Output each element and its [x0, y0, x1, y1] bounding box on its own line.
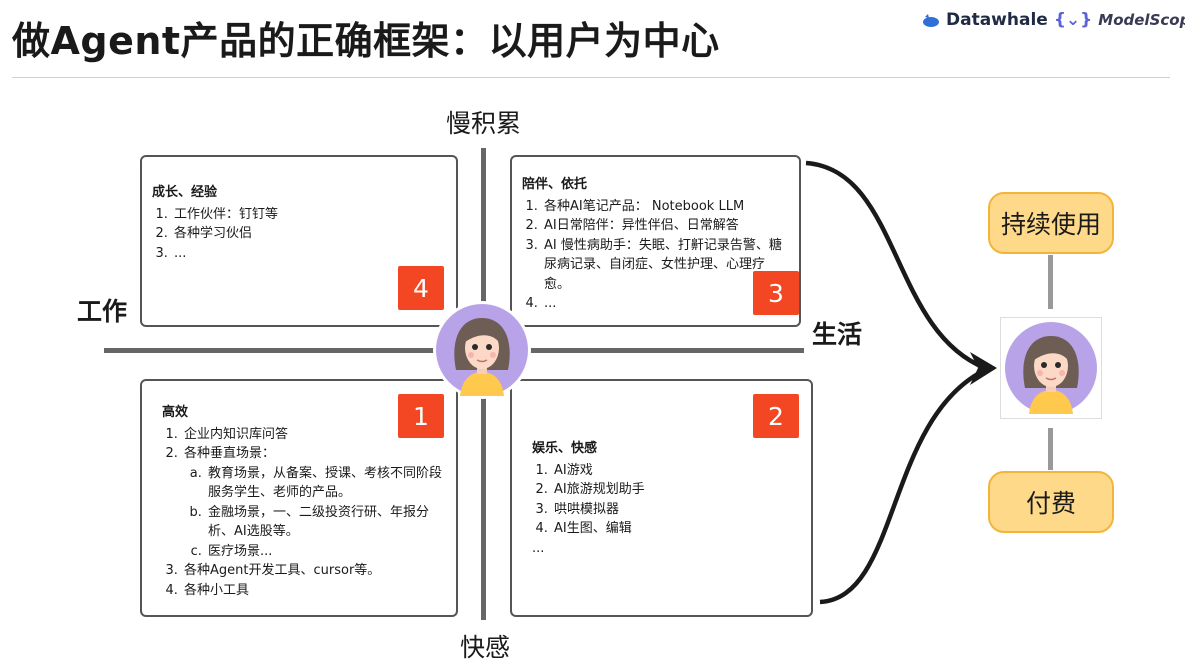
user-avatar-icon [1005, 322, 1097, 414]
list-item: 各种垂直场景： 教育场景，从备案、授课、考核不同阶段服务学生、老师的产品。 金融… [182, 444, 446, 561]
quadrant-1-number-badge: 1 [398, 394, 444, 438]
modelscope-icon: {⌄} [1053, 10, 1093, 30]
axis-label-right: 生活 [812, 320, 863, 349]
list-ellipsis: ... [532, 540, 545, 556]
quadrant-4-number-badge: 4 [398, 266, 444, 310]
quadrant-1-list: 企业内知识库问答 各种垂直场景： 教育场景，从备案、授课、考核不同阶段服务学生、… [162, 425, 446, 601]
quadrant-1-heading: 高效 [162, 405, 189, 420]
list-item: 各种Agent开发工具、cursor等。 [182, 561, 446, 581]
quadrant-1-sublist: 教育场景，从备案、授课、考核不同阶段服务学生、老师的产品。 金融场景，一、二级投… [184, 464, 446, 562]
user-avatar-right [1000, 317, 1102, 419]
axis-label-left: 工作 [77, 297, 128, 326]
modelscope-logo-text: ModelScope [1098, 11, 1185, 29]
list-item: ... [542, 294, 789, 314]
arrow-from-quadrant-2 [819, 367, 987, 605]
list-item: 工作伙伴：钉钉等 [172, 205, 446, 225]
list-item-label: 各种垂直场景： [184, 446, 276, 461]
quadrant-1-box: 高效 企业内知识库问答 各种垂直场景： 教育场景，从备案、授课、考核不同阶段服务… [140, 379, 458, 617]
user-avatar-center [432, 300, 532, 400]
outcome-continued-use: 持续使用 [988, 192, 1114, 254]
list-item: AI游戏 [552, 461, 801, 481]
connector-line-bottom [1048, 428, 1053, 470]
list-item: AI 慢性病助手：失眠、打鼾记录告警、糖尿病记录、自闭症、女性护理、心理疗愈。 [542, 236, 789, 295]
list-item: 企业内知识库问答 [182, 425, 446, 445]
axis-label-top: 慢积累 [446, 109, 522, 138]
quadrant-3-box: 陪伴、依托 各种AI笔记产品： Notebook LLM AI日常陪伴：异性伴侣… [510, 155, 801, 327]
brand-logos: Datawhale {⌄} ModelScope [922, 10, 1185, 30]
sub-list-item: 教育场景，从备案、授课、考核不同阶段服务学生、老师的产品。 [206, 464, 446, 503]
list-item: 哄哄模拟器 [552, 500, 801, 520]
sub-list-item: 金融场景，一、二级投资行研、年报分析、AI选股等。 [206, 503, 446, 542]
page-title: 做Agent产品的正确框架：以用户为中心 [12, 19, 720, 63]
title-divider [12, 77, 1170, 78]
quadrant-4-heading: 成长、经验 [152, 185, 218, 200]
quadrant-2-heading: 娱乐、快感 [532, 441, 598, 456]
list-item: 各种AI笔记产品： Notebook LLM [542, 197, 789, 217]
list-item: AI生图、编辑 [552, 519, 801, 539]
axis-label-bottom: 快感 [460, 633, 511, 662]
whale-icon [923, 14, 939, 27]
sub-list-item: 医疗场景... [206, 542, 446, 562]
connector-line-top [1048, 255, 1053, 309]
quadrant-2-list: AI游戏 AI旅游规划助手 哄哄模拟器 AI生图、编辑 [532, 461, 801, 539]
quadrant-3-number-badge: 3 [753, 271, 799, 315]
list-item: 各种小工具 [182, 581, 446, 601]
outcome-payment: 付费 [988, 471, 1114, 533]
list-item: ... [172, 244, 446, 264]
quadrant-4-list: 工作伙伴：钉钉等 各种学习伙侣 ... [152, 205, 446, 264]
list-item: AI旅游规划助手 [552, 480, 801, 500]
list-item: AI日常陪伴：异性伴侣、日常解答 [542, 216, 789, 236]
datawhale-logo-text: Datawhale [946, 10, 1048, 30]
arrowhead-icon [970, 352, 997, 385]
list-item: 各种学习伙侣 [172, 224, 446, 244]
quadrant-3-heading: 陪伴、依托 [522, 177, 588, 192]
quadrant-3-list: 各种AI笔记产品： Notebook LLM AI日常陪伴：异性伴侣、日常解答 … [522, 197, 789, 314]
quadrant-2-number-badge: 2 [753, 394, 799, 438]
user-avatar-icon [433, 301, 531, 399]
